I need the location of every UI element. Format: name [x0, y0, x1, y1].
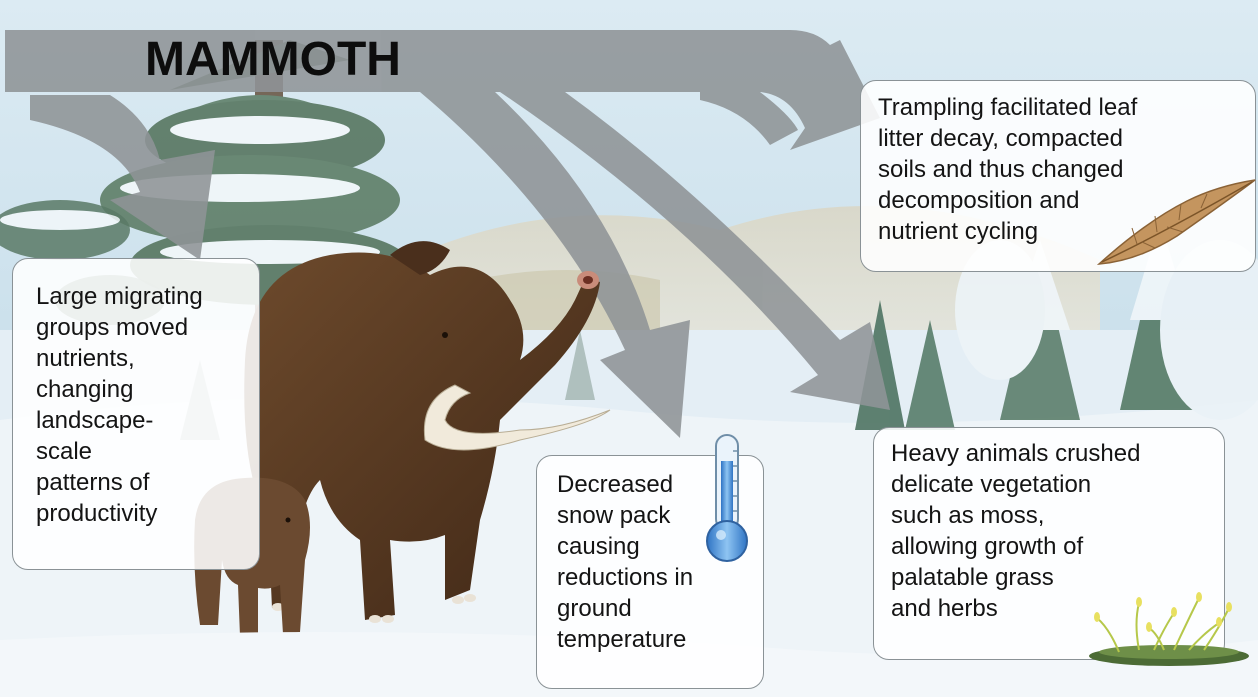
- diagram-title: MAMMOTH: [145, 36, 401, 84]
- effect-box-trampling: Trampling facilitated leaf litter decay,…: [860, 80, 1256, 272]
- effect-box-migration: Large migrating groups moved nutrients, …: [12, 258, 260, 570]
- effect-text-migration: Large migrating groups moved nutrients, …: [36, 281, 259, 529]
- effect-box-snow-pack: Decreased snow pack causing reductions i…: [536, 455, 764, 689]
- effect-box-vegetation: Heavy animals crushed delicate vegetatio…: [873, 427, 1225, 660]
- effect-text-vegetation: Heavy animals crushed delicate vegetatio…: [891, 438, 1224, 624]
- effect-text-snow-pack: Decreased snow pack causing reductions i…: [557, 469, 763, 655]
- effect-text-trampling: Trampling facilitated leaf litter decay,…: [878, 92, 1255, 247]
